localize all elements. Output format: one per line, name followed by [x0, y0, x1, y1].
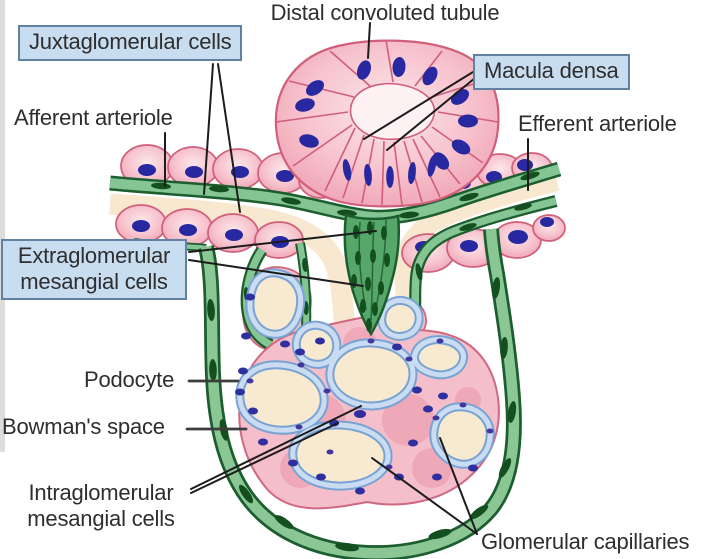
label-macula-densa: Macula densa	[473, 54, 630, 90]
label-extraglomerular-line2: mesangial cells	[20, 268, 168, 294]
glomerular-capillaries	[235, 268, 495, 491]
label-podocyte: Podocyte	[84, 367, 175, 392]
leader-lines	[164, 22, 529, 535]
epithelial-row-upper-nuclei	[138, 164, 294, 182]
label-extraglomerular-mesangial-cells: Extraglomerular mesangial cells	[1, 239, 187, 301]
arteriole-wall-main	[109, 161, 562, 225]
extraglomerular-mesangial-cells	[343, 213, 400, 337]
label-extraglomerular-line1: Extraglomerular	[17, 243, 171, 268]
tubule-nuclei	[295, 57, 478, 170]
bowmans-capsule-nuclei	[207, 277, 517, 552]
leader-intraglomerular-2	[190, 422, 339, 494]
tuft-nuclei	[235, 293, 478, 495]
leader-juxtaglomerular-1	[203, 63, 214, 195]
leader-distal-tubule	[367, 22, 371, 59]
leader-intraglomerular-1	[190, 405, 362, 490]
leader-glomerular-cap-2	[439, 437, 478, 535]
leader-glomerular-cap-1	[371, 457, 478, 535]
label-juxtaglomerular-cells: Juxtaglomerular cells	[18, 25, 243, 61]
efferent-wall-lower	[406, 195, 558, 334]
leader-extraglomerular-2	[188, 259, 364, 287]
label-distal-convoluted-tubule: Distal convoluted tubule	[270, 0, 500, 25]
label-glomerular-capillaries: Glomerular capillaries	[481, 529, 690, 554]
leader-juxtaglomerular-2	[217, 63, 241, 213]
label-afferent-arteriole: Afferent arteriole	[14, 105, 173, 130]
leader-extraglomerular-1	[188, 230, 377, 253]
label-intraglomerular-mesangial-cells: Intraglomerular mesangial cells	[12, 480, 190, 531]
pointer-dashes	[185, 379, 248, 431]
distal-convoluted-tubule	[274, 39, 500, 208]
scan-edge	[0, 0, 5, 452]
leader-macula-densa-1	[363, 71, 474, 140]
leader-macula-densa-2	[386, 77, 476, 151]
label-efferent-arteriole: Efferent arteriole	[518, 111, 677, 136]
macula-densa-nuclei	[342, 155, 437, 188]
label-intraglomerular-line1: Intraglomerular	[28, 480, 174, 505]
label-bowmans-space: Bowman's space	[2, 414, 165, 439]
label-intraglomerular-line2: mesangial cells	[27, 505, 175, 531]
